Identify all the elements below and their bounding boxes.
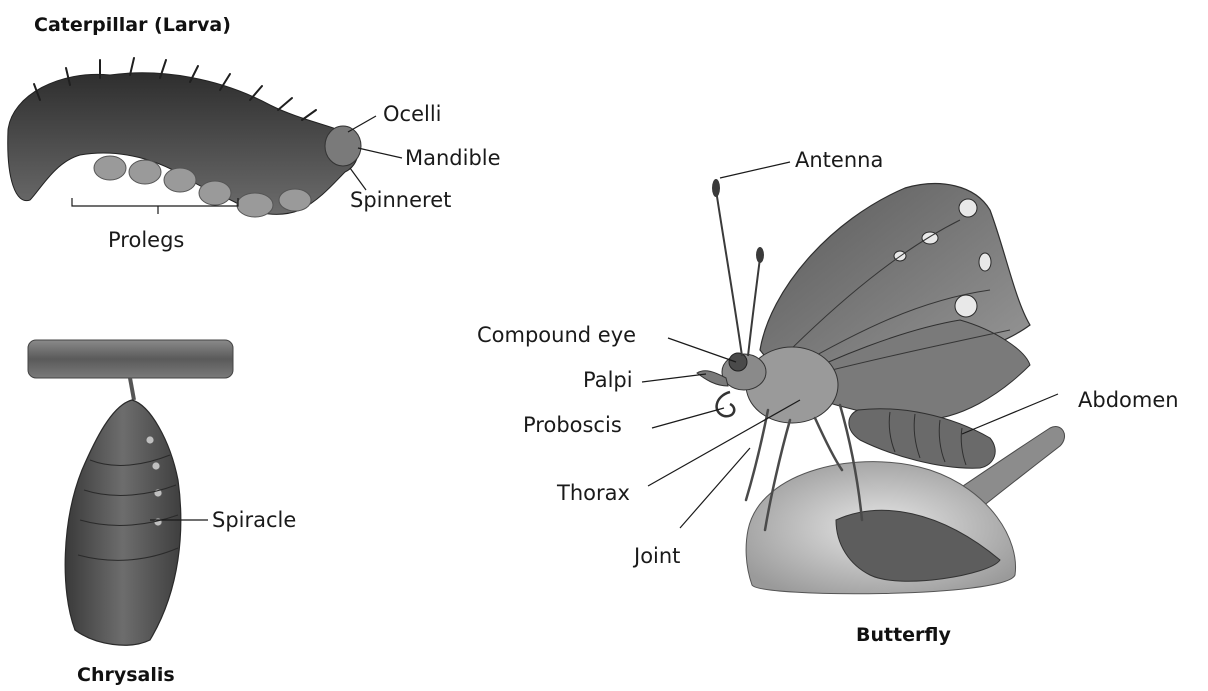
compound-eye-leader — [668, 338, 736, 362]
label-compound-eye: Compound eye — [477, 325, 636, 346]
label-palpi: Palpi — [583, 370, 633, 391]
caterpillar-head — [325, 126, 361, 166]
proleg — [237, 193, 273, 217]
spinneret-leader — [350, 168, 366, 190]
label-ocelli: Ocelli — [383, 104, 442, 125]
abdomen — [849, 409, 995, 468]
label-antenna: Antenna — [795, 150, 883, 171]
chrysalis-body — [65, 400, 181, 645]
mandible-leader — [358, 148, 402, 158]
label-mandible: Mandible — [405, 148, 501, 169]
chrysalis-illustration — [28, 340, 233, 645]
antenna-right — [748, 258, 760, 356]
proleg — [199, 181, 231, 205]
palpi-leader — [642, 374, 706, 382]
label-joint: Joint — [634, 546, 680, 567]
antenna-leader — [720, 162, 790, 178]
label-proboscis: Proboscis — [523, 415, 622, 436]
proleg — [279, 189, 311, 211]
antenna-club — [712, 179, 720, 197]
chrysalis-stalk — [130, 378, 134, 400]
twig — [28, 340, 233, 378]
antenna-club — [756, 247, 764, 263]
chrysalis-title: Chrysalis — [77, 666, 175, 685]
proleg — [129, 160, 161, 184]
label-thorax: Thorax — [557, 483, 630, 504]
label-spinneret: Spinneret — [350, 190, 451, 211]
label-abdomen: Abdomen — [1078, 390, 1179, 411]
label-spiracle: Spiracle — [212, 510, 296, 531]
proleg — [164, 168, 196, 192]
proboscis-leader — [652, 408, 724, 428]
butterfly-title: Butterfly — [856, 626, 951, 645]
joint-leader — [680, 448, 750, 528]
ocelli-leader — [348, 116, 376, 132]
proleg — [94, 156, 126, 180]
antenna-left — [716, 190, 742, 356]
compound-eye — [729, 353, 747, 371]
label-prolegs: Prolegs — [108, 230, 184, 251]
caterpillar-illustration — [8, 58, 361, 217]
caterpillar-title: Caterpillar (Larva) — [34, 16, 231, 35]
butterfly-illustration — [697, 179, 1065, 594]
proboscis — [717, 392, 735, 416]
